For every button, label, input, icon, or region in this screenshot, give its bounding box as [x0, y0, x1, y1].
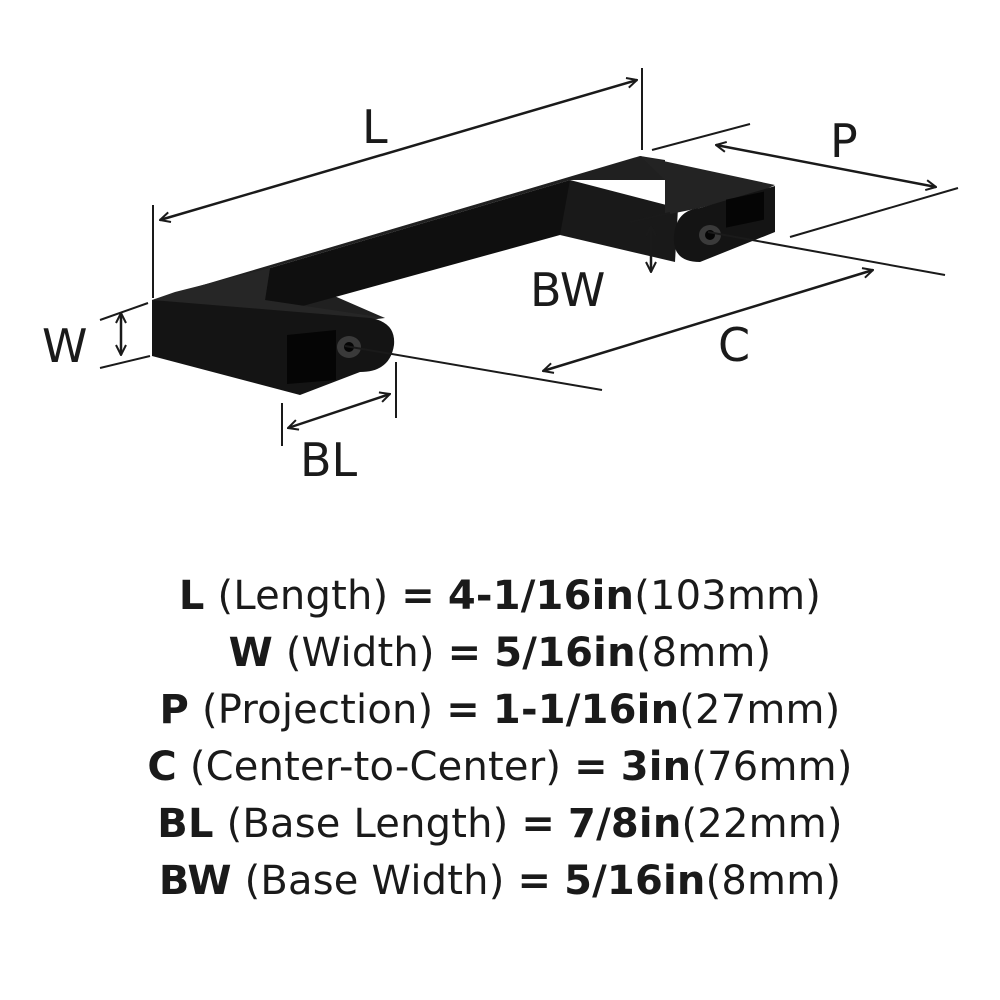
spec-description: (Projection) [201, 687, 434, 733]
spec-symbol: W [228, 630, 273, 676]
p-extension-top [651, 123, 751, 151]
label-l: L [362, 100, 388, 154]
label-bw: BW [530, 263, 605, 317]
left-base-slot [287, 330, 336, 384]
spec-metric: (8mm) [635, 630, 772, 676]
spec-description: (Center-to-Center) [189, 744, 562, 790]
spec-row-center-to-center: C (Center-to-Center) = 3in(76mm) [0, 739, 1000, 796]
bl-dimension-line [288, 394, 390, 428]
label-bl: BL [300, 433, 358, 487]
spec-equals: = [447, 630, 482, 676]
specifications-list: L (Length) = 4-1/16in(103mm) W (Width) =… [0, 568, 1000, 910]
handle-right-leg-inner [560, 180, 678, 262]
spec-metric: (8mm) [705, 858, 842, 904]
w-extension-bottom [99, 355, 151, 369]
spec-imperial: 4-1/16in [447, 573, 635, 619]
spec-imperial: 5/16in [564, 858, 706, 904]
spec-symbol: C [147, 744, 177, 790]
spec-equals: = [446, 687, 480, 733]
spec-description: (Length) [217, 573, 389, 619]
spec-imperial: 7/8in [568, 801, 682, 847]
spec-equals: = [517, 858, 552, 904]
spec-metric: (103mm) [634, 573, 822, 619]
right-base-slot [726, 191, 764, 228]
handle-grip-front [265, 180, 570, 315]
spec-symbol: L [178, 573, 205, 619]
label-w: W [42, 319, 87, 373]
p-extension-bottom [789, 187, 959, 238]
spec-symbol: P [159, 687, 190, 733]
c-axis-right [707, 231, 946, 276]
spec-row-length: L (Length) = 4-1/16in(103mm) [0, 568, 1000, 625]
spec-symbol: BW [158, 858, 232, 904]
spec-imperial: 5/16in [494, 630, 636, 676]
cabinet-pull-handle [152, 156, 775, 395]
spec-equals: = [574, 744, 608, 790]
spec-symbol: BL [157, 801, 214, 847]
spec-description: (Width) [285, 630, 435, 676]
w-extension-top [99, 302, 149, 321]
label-c: C [718, 318, 750, 372]
spec-imperial: 3in [620, 744, 692, 790]
c-dimension-line [543, 270, 873, 371]
spec-equals: = [401, 573, 435, 619]
bw-extension-top [629, 212, 671, 223]
spec-metric: (76mm) [691, 744, 853, 790]
handle-dimension-diagram: L P W BW C BL [42, 68, 959, 487]
spec-row-width: W (Width) = 5/16in(8mm) [0, 625, 1000, 682]
spec-metric: (27mm) [679, 687, 841, 733]
p-dimension-line [716, 145, 936, 187]
spec-equals: = [521, 801, 556, 847]
handle-right-base-top [640, 156, 775, 215]
c-axis-left [344, 345, 603, 391]
label-p: P [830, 114, 858, 168]
spec-metric: (22mm) [681, 801, 843, 847]
spec-row-base-length: BL (Base Length) = 7/8in(22mm) [0, 796, 1000, 853]
spec-row-projection: P (Projection) = 1-1/16in(27mm) [0, 682, 1000, 739]
spec-imperial: 1-1/16in [492, 687, 680, 733]
spec-description: (Base Length) [226, 801, 509, 847]
dimension-labels: L P W BW C BL [42, 100, 858, 487]
dimension-lines [99, 68, 959, 446]
spec-description: (Base Width) [244, 858, 505, 904]
spec-row-base-width: BW (Base Width) = 5/16in(8mm) [0, 853, 1000, 910]
l-dimension-line [160, 80, 637, 220]
